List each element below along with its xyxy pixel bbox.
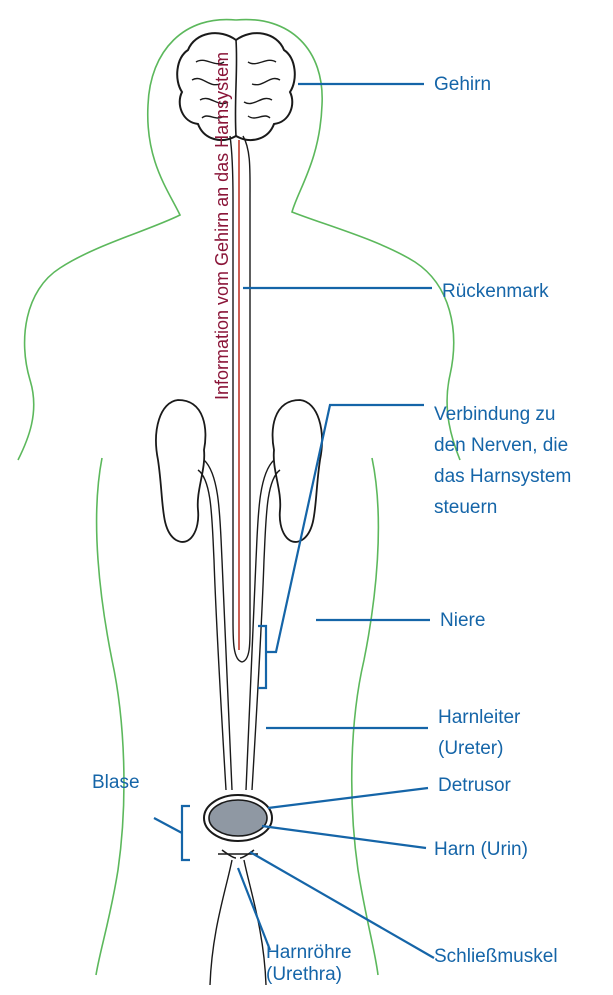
leader-bladder [154,806,190,860]
torso-left [96,458,124,975]
label-brain: Gehirn [434,72,491,98]
label-nerve-connection-line-1: Verbindung zu [434,402,556,428]
label-ureter-line-1: Harnleiter [438,705,520,731]
leader-urine [262,826,426,848]
urethra [210,860,266,985]
vertical-text-brain-to-urinary-system: Information vom Gehirn an das Harnsystem [212,52,233,400]
leader-urethra [238,868,270,950]
left-kidney [156,400,205,542]
label-nerve-connection-line-2: den Nerven, die [434,433,568,459]
label-nerve-connection-line-4: steuern [434,495,497,521]
urine-fill [209,800,267,836]
label-bladder: Blase [92,770,140,796]
label-urethra-line-2: (Urethra) [266,962,342,988]
label-kidney: Niere [440,608,485,634]
torso-right [352,458,379,975]
label-ureter-line-2: (Ureter) [438,736,503,762]
spinal-cord [230,136,250,662]
label-detrusor: Detrusor [438,773,511,799]
brain [177,33,295,140]
label-urine: Harn (Urin) [434,837,528,863]
label-spinal-cord: Rückenmark [442,279,549,305]
label-sphincter: Schließmuskel [434,944,558,970]
bladder [204,795,272,841]
label-nerve-connection-line-3: das Harnsystem [434,464,571,490]
leader-detrusor [268,788,428,808]
